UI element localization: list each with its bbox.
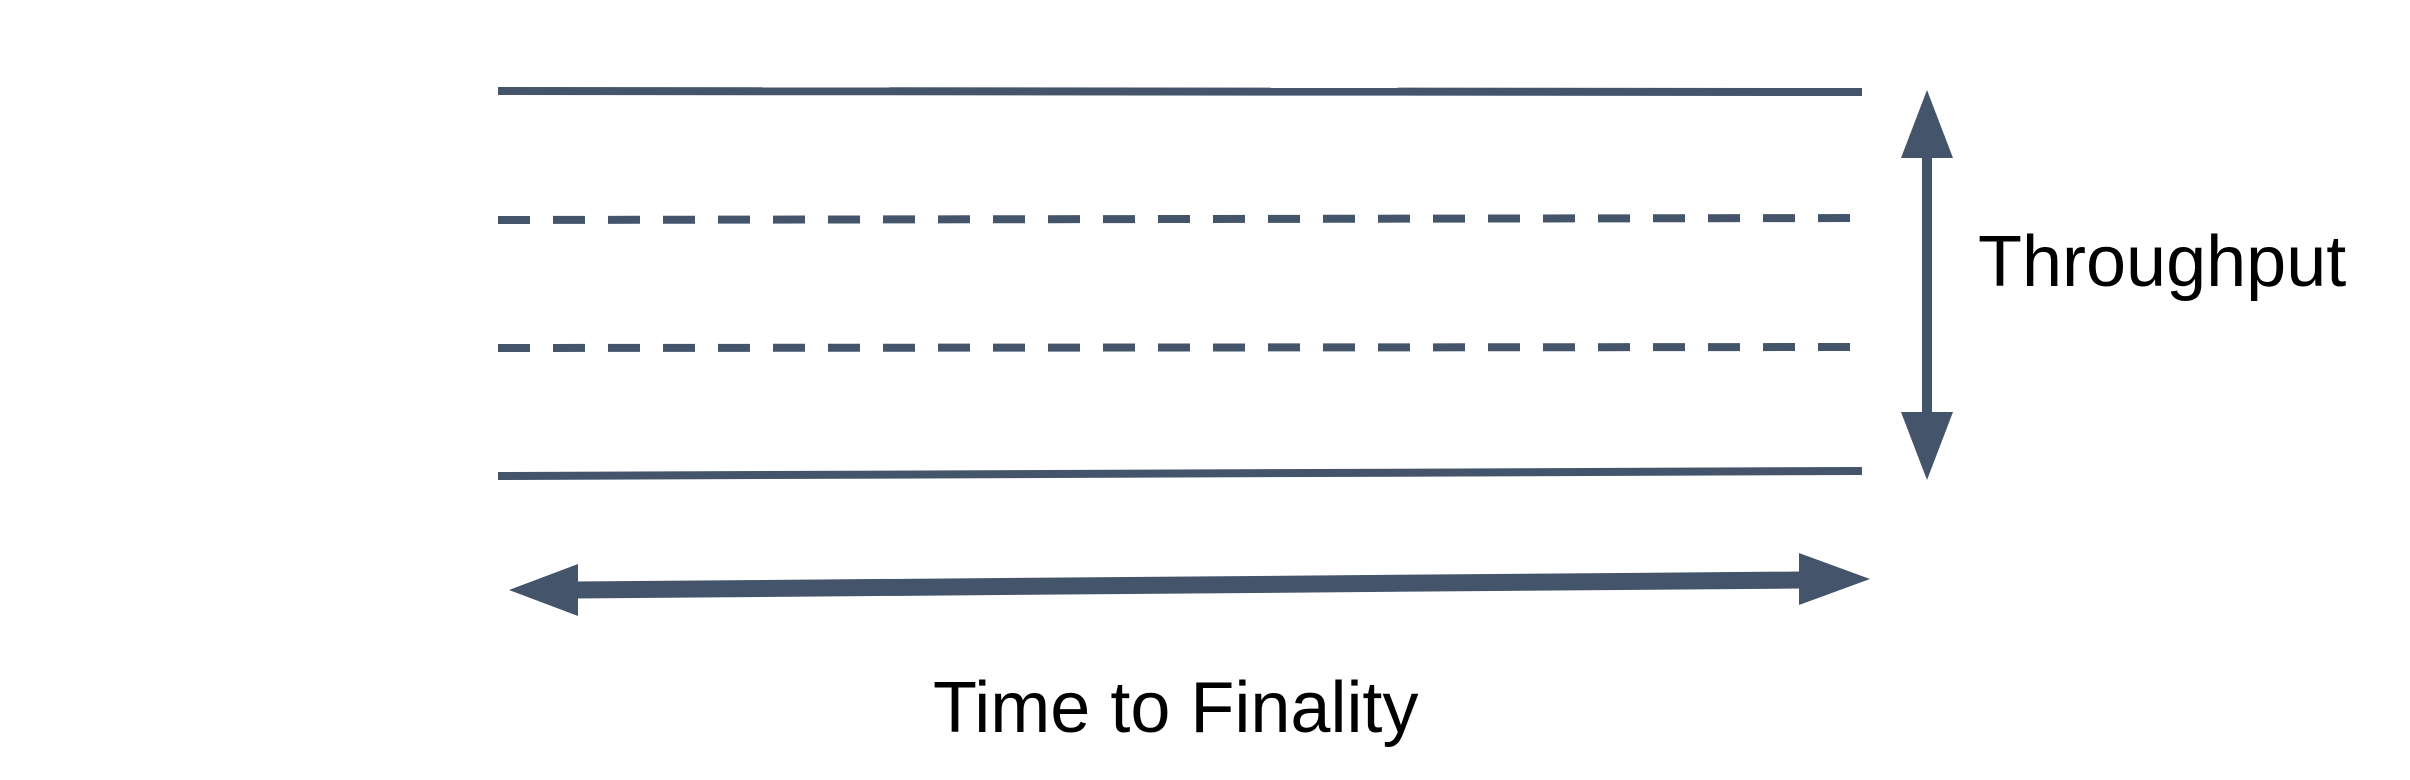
- throughput-label: Throughput: [1978, 222, 2347, 302]
- time-to-finality-label: Time to Finality: [933, 668, 1419, 748]
- arrow-left-icon: [509, 564, 578, 616]
- band-inner-dashed-line-1: [497, 214, 1863, 224]
- time-to-finality-double-arrow: [509, 553, 1870, 616]
- arrow-right-icon: [1799, 553, 1870, 605]
- band-top-solid-line: [497, 87, 1863, 96]
- band-bottom-solid-line: [497, 467, 1863, 480]
- time-to-finality-arrow-shaft: [574, 571, 1803, 599]
- band-inner-dashed-line-2: [497, 343, 1863, 352]
- throughput-double-arrow: [1901, 90, 1953, 480]
- arrow-up-icon: [1901, 90, 1953, 158]
- arrow-down-icon: [1901, 412, 1953, 480]
